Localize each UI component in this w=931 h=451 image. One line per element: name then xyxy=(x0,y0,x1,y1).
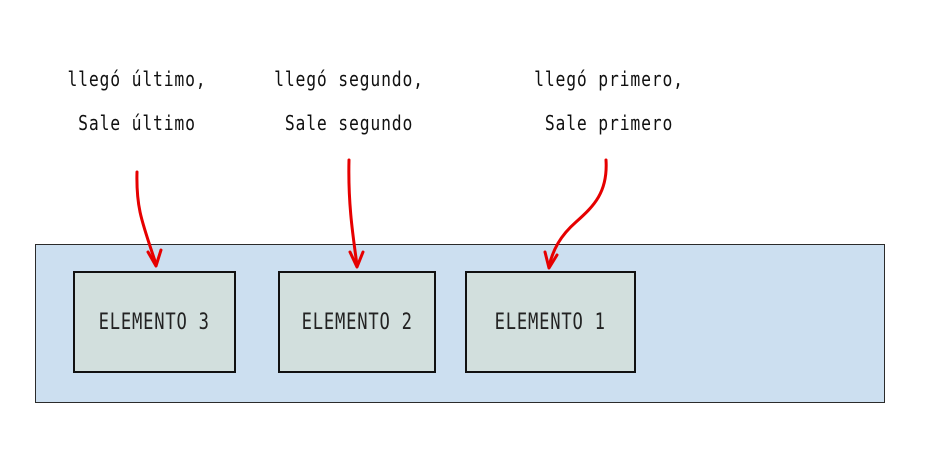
element-2-box: ELEMENTO 2 xyxy=(278,271,436,373)
element-1-box: ELEMENTO 1 xyxy=(465,271,636,373)
annotation-element-1-line-2: Sale primero xyxy=(544,111,674,135)
annotation-element-3: llegó último, Sale último xyxy=(43,57,232,145)
annotation-element-1: llegó primero, Sale primero xyxy=(515,57,704,145)
annotation-element-2-line-1: llegó segundo, xyxy=(274,67,424,91)
annotation-element-3-line-1: llegó último, xyxy=(67,67,207,91)
annotation-element-2-line-2: Sale segundo xyxy=(284,111,414,135)
element-1-label: ELEMENTO 1 xyxy=(494,309,607,335)
element-3-label: ELEMENTO 3 xyxy=(98,309,211,335)
annotation-element-2: llegó segundo, Sale segundo xyxy=(255,57,444,145)
element-3-box: ELEMENTO 3 xyxy=(73,271,236,373)
element-2-label: ELEMENTO 2 xyxy=(301,309,413,335)
annotation-element-1-line-1: llegó primero, xyxy=(534,67,684,91)
annotation-element-3-line-2: Sale último xyxy=(78,111,196,135)
